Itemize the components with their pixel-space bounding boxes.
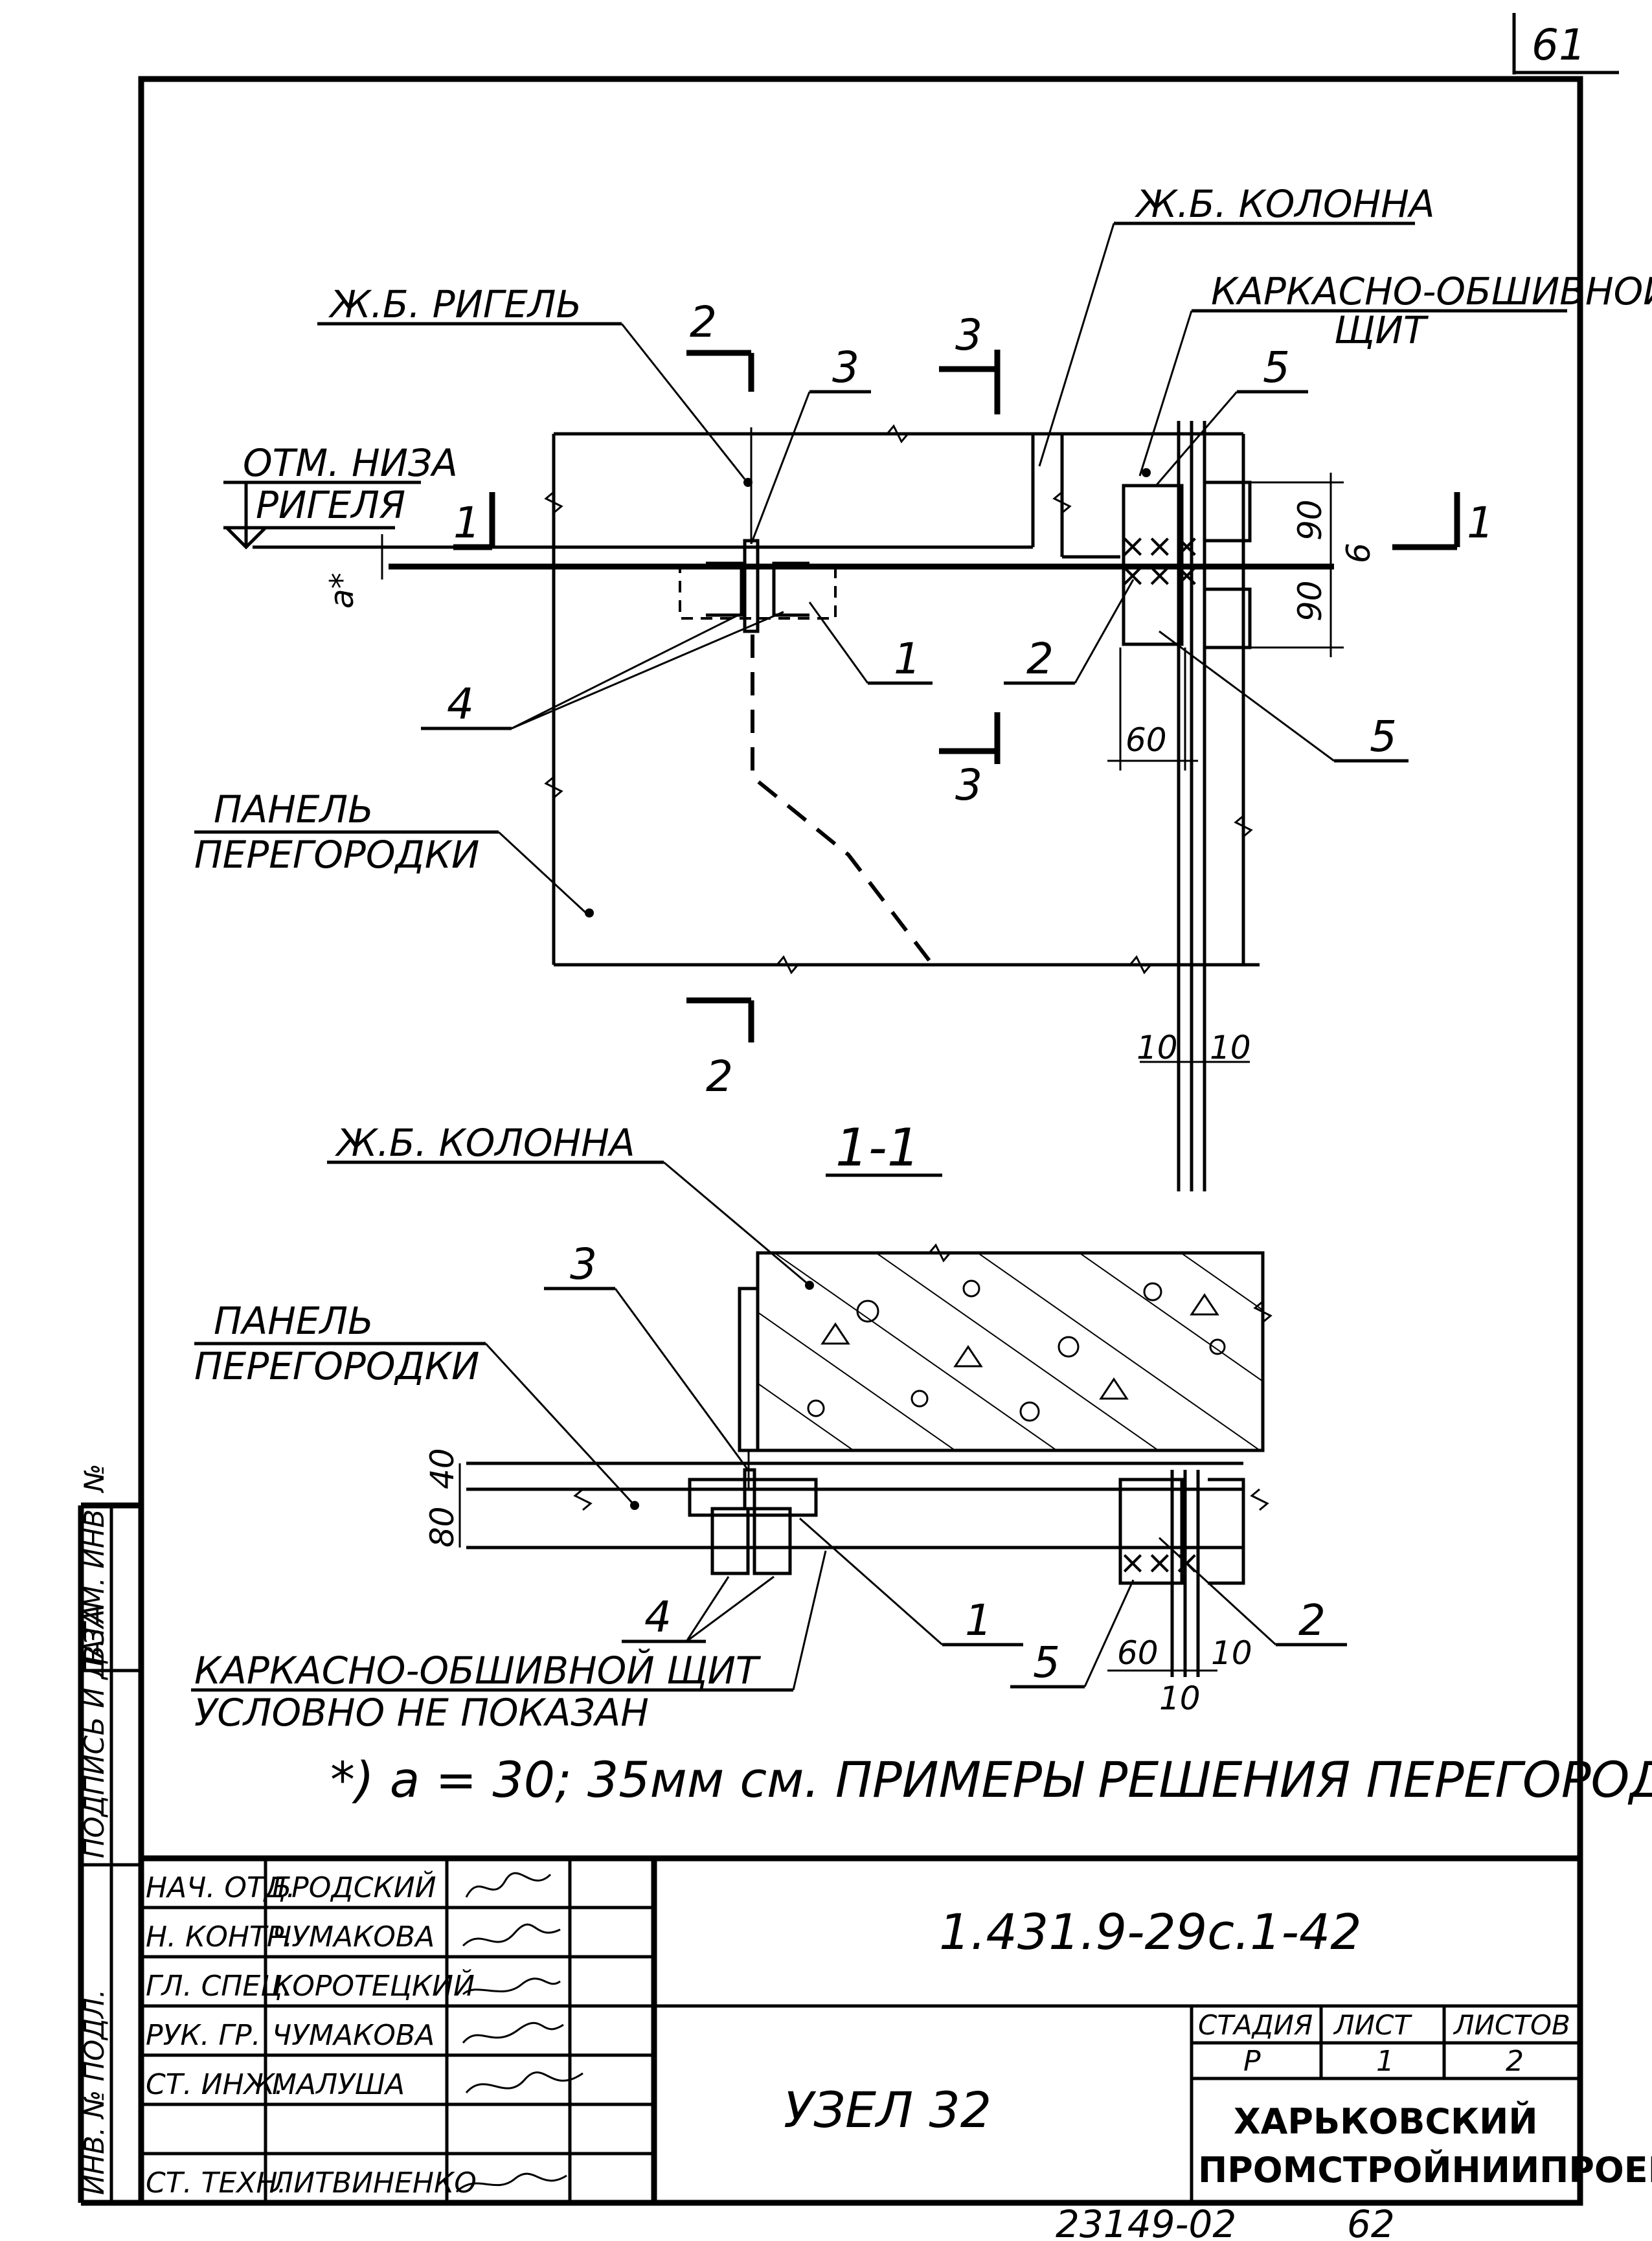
sheet-value: 1 — [1376, 2045, 1394, 2078]
section-dim-60: 60 — [1117, 1634, 1159, 1672]
organization-line1: ХАРЬКОВСКИЙ — [1234, 2101, 1538, 2142]
section-pos-4: 4 — [644, 1592, 672, 1642]
dim-90-top: 90 — [1291, 499, 1329, 541]
cut-1-left: 1 — [453, 498, 481, 548]
label-bottom-mark-line1: ОТМ. НИЗА — [243, 441, 458, 485]
section-label-frame-panel: КАРКАСНО-ОБШИВНОЙ ЩИТ — [194, 1648, 762, 1693]
sheet-header: ЛИСТ — [1333, 2009, 1412, 2041]
page-ref: 62 — [1347, 2202, 1395, 2241]
section-dim-80: 80 — [424, 1506, 461, 1548]
plan-dim-60: 60 — [1126, 721, 1167, 759]
section-dim-10-a: 10 — [1211, 1634, 1252, 1672]
side-stamp-field-replace: ВЗАМ. ИНВ. № — [78, 1463, 110, 1664]
concrete-column — [756, 1251, 1265, 1452]
plan-pos-4: 4 — [447, 679, 474, 729]
plan-view: ××× ××× 90 90 6 60 10 10 2 2 3 — [194, 182, 1652, 1191]
title-block: НАЧ. ОТД. БРОДСКИЙ Н. КОНТР. ЧУМАКОВА ГЛ… — [141, 1855, 1652, 2203]
footnote: *) а = 30; 35мм см. ПРИМЕРЫ РЕШЕНИЯ ПЕРЕ… — [330, 1751, 1652, 1808]
section-label-partition-line1: ПАНЕЛЬ — [214, 1299, 374, 1343]
tb-role-5: СТ. ИНЖ. — [146, 2068, 284, 2101]
tb-role-4: РУК. ГР. — [146, 2019, 261, 2052]
tb-name-2: ЧУМАКОВА — [272, 1920, 435, 1954]
tb-role-1: НАЧ. ОТД. — [146, 1871, 295, 1904]
plan-dim-10-right: 10 — [1210, 1029, 1251, 1066]
tb-role-7: СТ. ТЕХН. — [146, 2167, 286, 2200]
organization-line2: ПРОМСТРОЙНИИПРОЕКТ — [1198, 2150, 1652, 2190]
dimension-a: а* — [323, 572, 361, 609]
section-view: 1-1 ××× 40 — [191, 1118, 1347, 1735]
svg-text:×××: ××× — [1119, 527, 1201, 565]
section-pos-2: 2 — [1298, 1595, 1326, 1645]
plan-pos-2: 2 — [1026, 634, 1054, 684]
side-stamp-field-signature: ПОДПИСЬ И ДАТА — [78, 1604, 110, 1858]
page-number: 61 — [1532, 20, 1586, 70]
cut-3-bottom: 3 — [955, 760, 982, 810]
sheets-value: 2 — [1506, 2045, 1524, 2078]
section-pos-3: 3 — [570, 1239, 597, 1289]
tb-name-3: КОРОТЕЦКИЙ — [272, 1968, 475, 2003]
tb-role-2: Н. КОНТР. — [146, 1920, 293, 1954]
plan-pos-5-bottom: 5 — [1370, 712, 1397, 761]
label-beam: Ж.Б. РИГЕЛЬ — [328, 282, 582, 326]
label-frame-panel-line2: ЩИТ — [1334, 308, 1429, 352]
stage-value: Р — [1243, 2045, 1261, 2078]
cut-2-top: 2 — [690, 297, 717, 347]
label-bottom-mark-line2: РИГЕЛЯ — [256, 483, 405, 527]
tb-name-7: ЛИТВИНЕНКО — [271, 2167, 477, 2200]
stage-header: СТАДИЯ — [1198, 2009, 1313, 2041]
svg-text:×××: ××× — [1119, 556, 1201, 594]
tb-name-5: МАЛУША — [272, 2068, 405, 2101]
section-title: 1-1 — [835, 1118, 920, 1178]
section-label-column: Ж.Б. КОЛОННА — [335, 1121, 635, 1165]
cut-2-bottom: 2 — [706, 1052, 733, 1101]
label-partition-line2: ПЕРЕГОРОДКИ — [194, 833, 479, 877]
section-label-partition-line2: ПЕРЕГОРОДКИ — [194, 1344, 479, 1388]
tb-name-1: БРОДСКИЙ — [272, 1870, 436, 1904]
dim-90-bottom: 90 — [1291, 580, 1329, 622]
label-partition-line1: ПАНЕЛЬ — [214, 787, 374, 831]
tb-role-3: ГЛ. СПЕЦ. — [146, 1970, 291, 2003]
svg-text:×××: ××× — [1119, 1544, 1201, 1581]
dim-6: 6 — [1340, 543, 1377, 563]
plan-pos-3: 3 — [832, 343, 859, 392]
tb-name-4: ЧУМАКОВА — [272, 2019, 435, 2052]
drawing-name: УЗЕЛ 32 — [784, 2081, 991, 2139]
plan-pos-5-top: 5 — [1263, 343, 1290, 392]
drawing-frame — [138, 76, 1583, 2206]
signatures — [455, 1872, 583, 2193]
section-dim-40: 40 — [424, 1448, 461, 1489]
section-pos-5: 5 — [1033, 1638, 1060, 1687]
cut-3-top: 3 — [955, 310, 982, 360]
section-pos-1: 1 — [965, 1595, 992, 1645]
page-number-corner: 61 — [1512, 13, 1619, 74]
section-label-not-shown: УСЛОВНО НЕ ПОКАЗАН — [194, 1691, 649, 1735]
plan-dim-10-left: 10 — [1137, 1029, 1178, 1066]
document-code: 1.431.9-29с.1-42 — [939, 1903, 1362, 1961]
sheets-header: ЛИСТОВ — [1453, 2009, 1570, 2041]
section-dim-10-b: 10 — [1159, 1680, 1201, 1717]
side-stamp: ИНВ. № ПОДЛ. ПОДПИСЬ И ДАТА ВЗАМ. ИНВ. № — [78, 1463, 141, 2206]
cut-1-right: 1 — [1467, 498, 1494, 548]
label-frame-panel-line1: КАРКАСНО-ОБШИВНОЙ — [1211, 269, 1652, 313]
label-column: Ж.Б. КОЛОННА — [1135, 182, 1435, 226]
plan-pos-1: 1 — [894, 634, 921, 684]
order-number: 23149-02 — [1056, 2202, 1236, 2241]
side-stamp-field-inv: ИНВ. № ПОДЛ. — [78, 1989, 110, 2195]
